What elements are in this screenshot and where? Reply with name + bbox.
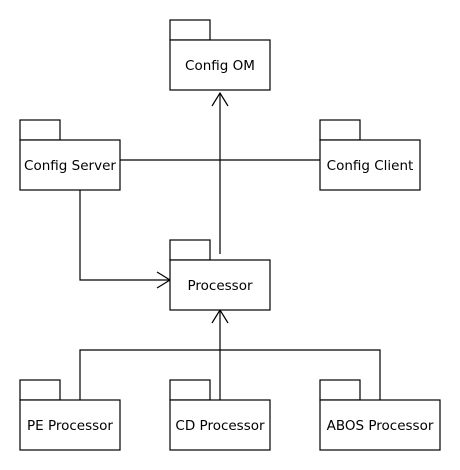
package-abos-processor[interactable]: ABOS Processor <box>319 379 441 451</box>
package-pe-processor[interactable]: PE Processor <box>19 379 121 451</box>
package-label-abos-processor: ABOS Processor <box>327 418 434 434</box>
config-om-arrowhead <box>211 91 229 107</box>
server-to-processor-line <box>79 190 170 281</box>
package-tab <box>19 119 61 141</box>
package-body <box>169 399 271 451</box>
package-config-client[interactable]: Config Client <box>319 119 421 191</box>
package-config-om[interactable]: Config OM <box>169 19 271 91</box>
package-body <box>169 259 271 311</box>
package-label-config-om: Config OM <box>185 58 255 74</box>
package-label-processor: Processor <box>187 278 252 294</box>
package-label-pe-processor: PE Processor <box>27 418 113 434</box>
package-tab <box>319 119 361 141</box>
package-label-config-client: Config Client <box>327 158 414 174</box>
package-tab <box>169 239 211 261</box>
package-body <box>319 399 441 451</box>
package-body <box>19 139 121 191</box>
package-body <box>169 39 271 91</box>
package-tab <box>169 19 211 41</box>
package-tab <box>169 379 211 401</box>
package-processor[interactable]: Processor <box>169 239 271 311</box>
package-cd-processor[interactable]: CD Processor <box>169 379 271 451</box>
package-tab <box>19 379 61 401</box>
package-label-config-server: Config Server <box>24 158 116 174</box>
package-tab <box>319 379 361 401</box>
package-body <box>19 399 121 451</box>
package-config-server[interactable]: Config Server <box>19 119 121 191</box>
package-label-cd-processor: CD Processor <box>175 418 265 434</box>
package-body <box>319 139 421 191</box>
sub-processor-bus-line <box>79 349 381 400</box>
